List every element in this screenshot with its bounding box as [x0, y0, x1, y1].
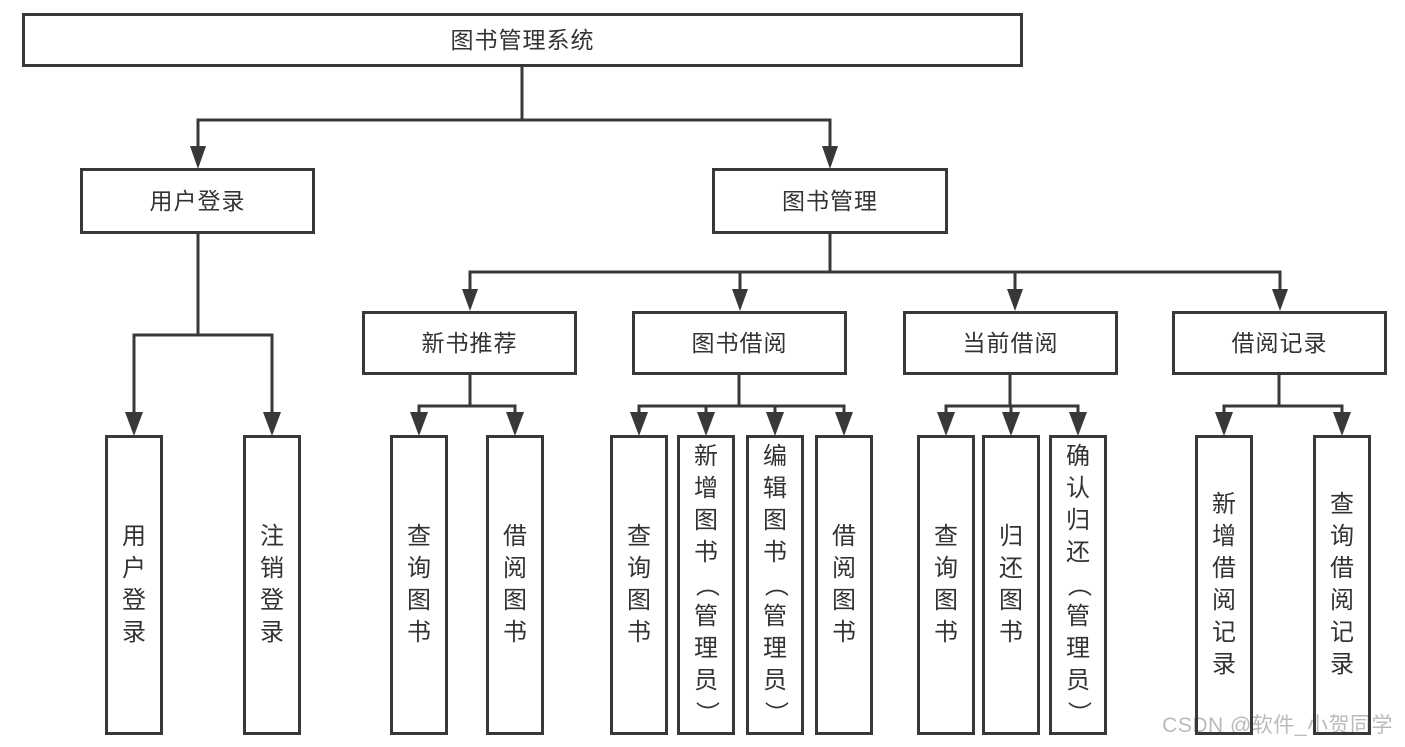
- leaf-query-books: 查询图书: [390, 435, 448, 735]
- connector-current-borrow-children: [937, 375, 1087, 436]
- connector-book-management-children: [462, 234, 1288, 311]
- leaf-borrow-books: 借阅图书: [815, 435, 873, 735]
- connector-book-borrow-children: [630, 375, 853, 436]
- connector-new-book-recommend-children: [410, 375, 524, 436]
- node-current-borrow: 当前借阅: [903, 311, 1118, 375]
- connector-user-login-children: [125, 234, 281, 436]
- leaf-label: 新增借阅记录: [1212, 491, 1236, 678]
- leaf-label: 归还图书: [999, 523, 1023, 646]
- leaf-logout: 注销登录: [243, 435, 301, 735]
- node-root-library-system: 图书管理系统: [22, 13, 1023, 67]
- node-borrow-records: 借阅记录: [1172, 311, 1387, 375]
- leaf-return-books: 归还图书: [982, 435, 1040, 735]
- leaf-query-books: 查询图书: [917, 435, 975, 735]
- leaf-edit-book-admin: 编辑图书（管理员）: [746, 435, 804, 735]
- leaf-query-borrow-record: 查询借阅记录: [1313, 435, 1371, 735]
- leaf-add-borrow-record: 新增借阅记录: [1195, 435, 1253, 735]
- leaf-label: 编辑图书（管理员）: [762, 443, 789, 726]
- node-book-management: 图书管理: [712, 168, 948, 234]
- leaf-label: 查询图书: [627, 523, 651, 646]
- csdn-watermark: CSDN @软件_小贺同学: [1162, 714, 1393, 737]
- leaf-query-books: 查询图书: [610, 435, 668, 735]
- leaf-label: 查询图书: [407, 523, 431, 646]
- leaf-confirm-return-admin: 确认归还（管理员）: [1049, 435, 1107, 735]
- leaf-label: 查询图书: [934, 523, 958, 646]
- connector-borrow-records-children: [1215, 375, 1351, 436]
- leaf-user-login: 用户登录: [105, 435, 163, 735]
- node-book-borrow: 图书借阅: [632, 311, 847, 375]
- leaf-label: 新增图书（管理员）: [693, 443, 720, 726]
- leaf-add-book-admin: 新增图书（管理员）: [677, 435, 735, 735]
- leaf-label: 借阅图书: [832, 523, 856, 646]
- leaf-label: 查询借阅记录: [1330, 491, 1354, 678]
- node-user-login: 用户登录: [80, 168, 315, 234]
- node-new-book-recommend: 新书推荐: [362, 311, 577, 375]
- connector-root-to-level2: [190, 67, 838, 169]
- leaf-label: 用户登录: [122, 523, 146, 646]
- leaf-label: 确认归还（管理员）: [1065, 443, 1092, 726]
- leaf-borrow-books: 借阅图书: [486, 435, 544, 735]
- leaf-label: 注销登录: [260, 523, 284, 646]
- leaf-label: 借阅图书: [503, 523, 527, 646]
